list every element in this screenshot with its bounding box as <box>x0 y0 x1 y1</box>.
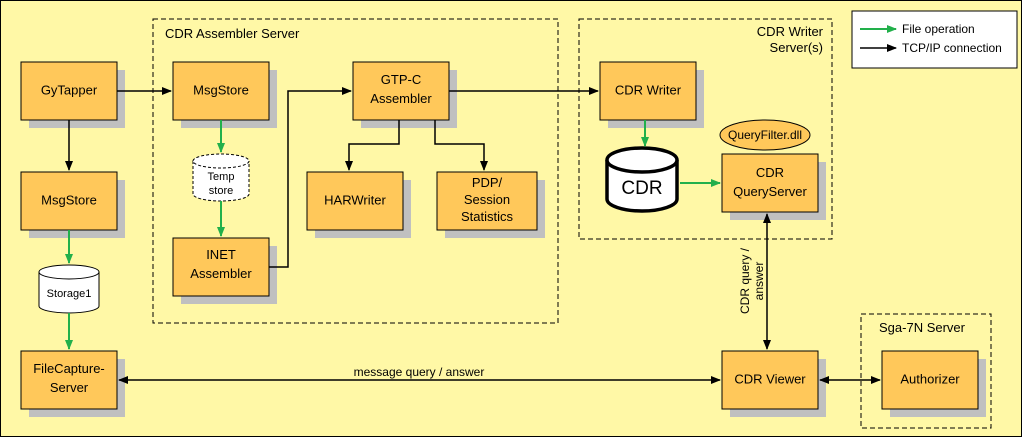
assembler-msgstore-node <box>172 61 270 121</box>
inet-assembler-label-line2: Assembler <box>190 266 252 281</box>
queryfilter-label: QueryFilter.dll <box>728 128 802 142</box>
cdr-database-label: CDR <box>621 178 662 199</box>
msgstore-label: MsgStore <box>41 192 97 207</box>
cdr-assembler-server-label: CDR Assembler Server <box>165 26 300 41</box>
filecapture-label-line2: Server <box>50 380 89 395</box>
cdr-viewer-label: CDR Viewer <box>734 371 806 386</box>
cdr-writer-node <box>599 61 697 121</box>
harwriter-label: HARWriter <box>324 192 386 207</box>
legend-file-label: File operation <box>902 22 975 36</box>
pdp-session-statistics-node <box>436 171 538 231</box>
edge-label-message-query: message query / answer <box>354 365 485 379</box>
temp-store-label-line2: store <box>209 185 233 197</box>
cdr-writer-server-label-line1: CDR Writer <box>757 24 824 39</box>
cdr-writer-label: CDR Writer <box>615 82 682 97</box>
cdr-queryserver-label-line2: QueryServer <box>733 184 807 199</box>
edge-label-cdr-query-group: CDR query / answer <box>738 247 766 314</box>
edge-gtpc-to-pdp <box>434 120 488 171</box>
cdr-queryserver-node <box>721 153 819 213</box>
edge-inet-to-gtpc <box>269 87 352 268</box>
sga-server-label: Sga-7N Server <box>879 320 966 335</box>
edge-label-cdr-query-line1: CDR query / <box>738 247 752 314</box>
harwriter-node <box>306 171 404 231</box>
sga-server-group <box>860 313 992 429</box>
pdp-label-line1: PDP/ <box>472 175 503 190</box>
queryfilter-node <box>719 119 811 151</box>
cdr-assembler-server-group <box>152 18 559 324</box>
cdr-writer-server-label-line2: Server(s) <box>770 40 823 55</box>
cdr-viewer-node <box>721 350 819 410</box>
authorizer-label: Authorizer <box>900 371 960 386</box>
inet-assembler-node <box>172 237 270 297</box>
authorizer-node <box>881 350 979 410</box>
gtpc-assembler-label-line2: Assembler <box>370 91 432 106</box>
cdr-queryserver-label-line1: CDR <box>756 165 784 180</box>
temp-store-label-line1: Temp <box>208 171 235 183</box>
msgstore-node <box>20 171 118 231</box>
legend-box <box>851 10 1018 69</box>
storage1-cylinder <box>38 264 100 314</box>
edge-gtpc-to-harwriter <box>345 120 400 171</box>
gytapper-label: GyTapper <box>41 82 98 97</box>
pdp-label-line3: Statistics <box>461 209 514 224</box>
gtpc-assembler-node <box>352 61 450 121</box>
storage1-label: Storage1 <box>47 288 92 300</box>
assembler-msgstore-label: MsgStore <box>193 82 249 97</box>
inet-assembler-label-line1: INET <box>206 247 236 262</box>
cdr-writer-server-group <box>578 18 833 240</box>
pdp-label-line2: Session <box>464 192 510 207</box>
cdr-database-cylinder <box>605 146 679 213</box>
filecapture-label-line1: FileCapture- <box>33 361 105 376</box>
edge-label-cdr-query-line2: answer <box>752 262 766 301</box>
filecapture-server-node <box>20 350 118 410</box>
gtpc-assembler-label-line1: GTP-C <box>381 72 421 87</box>
legend-tcp-label: TCP/IP connection <box>902 41 1002 55</box>
